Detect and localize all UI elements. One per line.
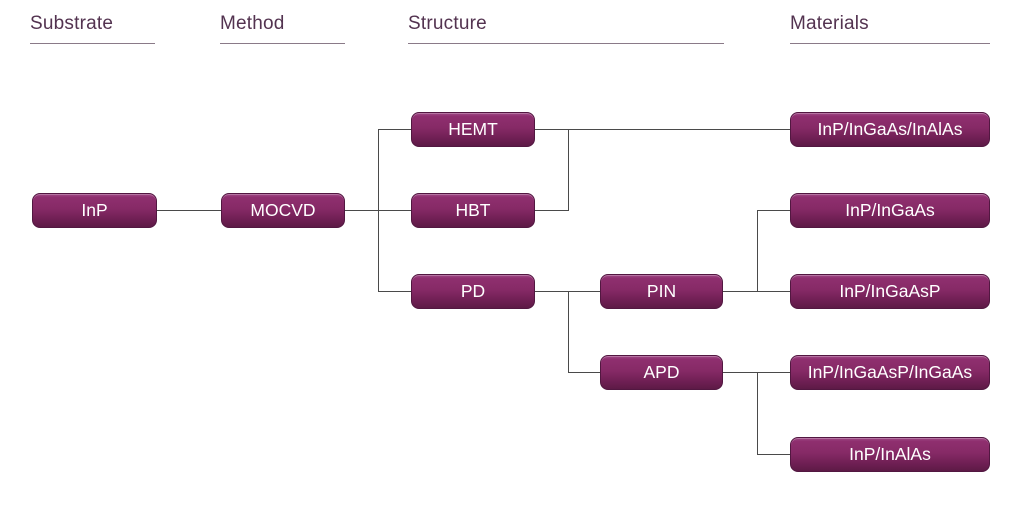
column-header-materials: Materials [790, 13, 869, 34]
node-material-inp-ingaas-inalas: InP/InGaAs/InAlAs [790, 112, 990, 147]
connector-hbt-hemt-vertical [568, 129, 569, 211]
node-structure-hbt: HBT [411, 193, 535, 228]
connector-hemt-material [535, 129, 790, 130]
node-material-inp-ingaas: InP/InGaAs [790, 193, 990, 228]
node-structure-pin: PIN [600, 274, 723, 309]
node-material-inp-ingaasp: InP/InGaAsP [790, 274, 990, 309]
connector-apd-branch-vertical [757, 372, 758, 455]
connector-pd-branch-vertical [568, 291, 569, 373]
node-structure-pd: PD [411, 274, 535, 309]
connector-inp-mocvd [157, 210, 221, 211]
column-underline-structure [408, 43, 724, 44]
node-structure-hemt: HEMT [411, 112, 535, 147]
node-substrate-inp: InP [32, 193, 157, 228]
node-material-inp-inalas: InP/InAlAs [790, 437, 990, 472]
column-header-substrate: Substrate [30, 13, 114, 34]
column-underline-method [220, 43, 345, 44]
node-material-inp-ingaasp-ingaas: InP/InGaAsP/InGaAs [790, 355, 990, 390]
column-header-method: Method [220, 13, 285, 34]
column-underline-materials [790, 43, 990, 44]
node-method-mocvd: MOCVD [221, 193, 345, 228]
column-underline-substrate [30, 43, 155, 44]
connector-mocvd-branch-vertical [378, 129, 379, 292]
connector-apd-material1 [723, 372, 790, 373]
connector-pin-branch-vertical [757, 210, 758, 292]
connector-pd-pin [535, 291, 600, 292]
connector-pin-material2 [723, 291, 790, 292]
connector-apd-material2 [757, 454, 790, 455]
connector-branch-hemt [378, 129, 411, 130]
connector-pin-material1 [757, 210, 790, 211]
connector-hbt-junction [535, 210, 568, 211]
node-structure-apd: APD [600, 355, 723, 390]
connector-branch-apd [568, 372, 600, 373]
connector-branch-pd [378, 291, 411, 292]
column-header-structure: Structure [408, 13, 487, 34]
